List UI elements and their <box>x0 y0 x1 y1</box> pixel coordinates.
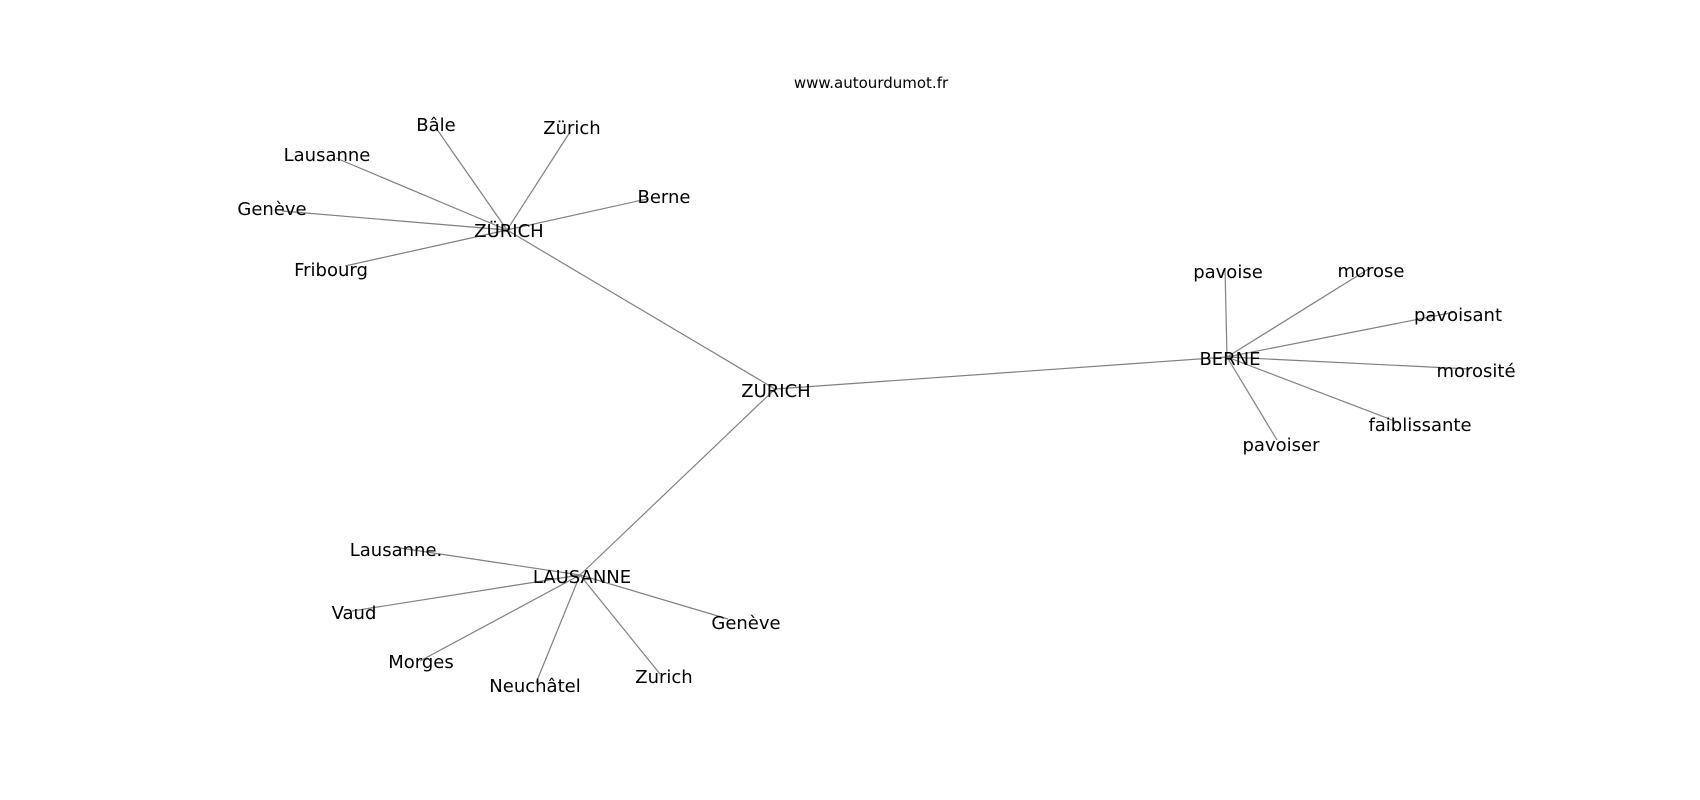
edge-lausanne-geneve <box>579 574 729 620</box>
edge-zurich-berne <box>506 198 648 231</box>
leaf-node-label: faiblissante <box>1368 415 1471 436</box>
edge-berne-morosite <box>1226 356 1471 370</box>
edge-lausanne-zurich <box>579 574 661 675</box>
edge-berne-pavoise <box>1224 267 1228 358</box>
edge-lausanne-lausanne-dot <box>399 547 581 576</box>
leaf-node-label: Vaud <box>332 603 377 624</box>
leaf-node-label: Lausanne. <box>350 540 443 561</box>
edge-berne-pavoisant <box>1226 311 1456 358</box>
leaf-node-label: Lausanne <box>284 145 371 166</box>
edge-center-lausanne-hub <box>579 388 776 576</box>
leaf-node-label: Zürich <box>543 118 600 139</box>
leaf-node-label: pavoise <box>1193 262 1263 283</box>
leaf-node-label: morosité <box>1436 361 1515 382</box>
leaf-node-label: Fribourg <box>294 260 368 281</box>
edge-berne-pavoiser <box>1226 356 1278 441</box>
leaf-node-label: Berne <box>638 187 691 208</box>
hub-node-label: LAUSANNE <box>533 567 631 588</box>
leaf-node-label: pavoiser <box>1243 435 1321 456</box>
edge-center-zurich-hub <box>506 229 776 390</box>
edge-lausanne-neuchatel <box>535 574 581 684</box>
leaf-node-label: Zurich <box>635 667 692 688</box>
edge-center-berne-hub <box>774 356 1228 390</box>
source-watermark: www.autourdumot.fr <box>794 74 949 92</box>
edge-zurich-bale <box>435 127 508 231</box>
hub-node-label: ZÜRICH <box>474 220 543 242</box>
edge-zurich-fribourg <box>344 229 508 267</box>
edge-zurich-geneve <box>281 210 508 231</box>
hub-node-label: BERNE <box>1199 349 1260 370</box>
edge-berne-morose <box>1226 267 1371 358</box>
leaf-node-label: pavoisant <box>1414 305 1502 326</box>
center-node-label: ZURICH <box>741 381 810 402</box>
edge-lausanne-vaud <box>351 574 581 612</box>
leaf-node-label: morose <box>1337 261 1404 282</box>
leaf-node-label: Morges <box>388 652 454 673</box>
edge-berne-faiblissante <box>1226 356 1401 424</box>
leaf-node-label: Neuchâtel <box>489 676 580 697</box>
edge-zurich-lausanne <box>335 157 508 231</box>
leaf-node-label: Genève <box>237 199 306 220</box>
leaf-node-label: Bâle <box>416 115 455 136</box>
leaf-node-label: Genève <box>711 613 780 634</box>
edge-lausanne-morges <box>419 574 581 662</box>
edge-zurich-zurich <box>506 131 571 231</box>
